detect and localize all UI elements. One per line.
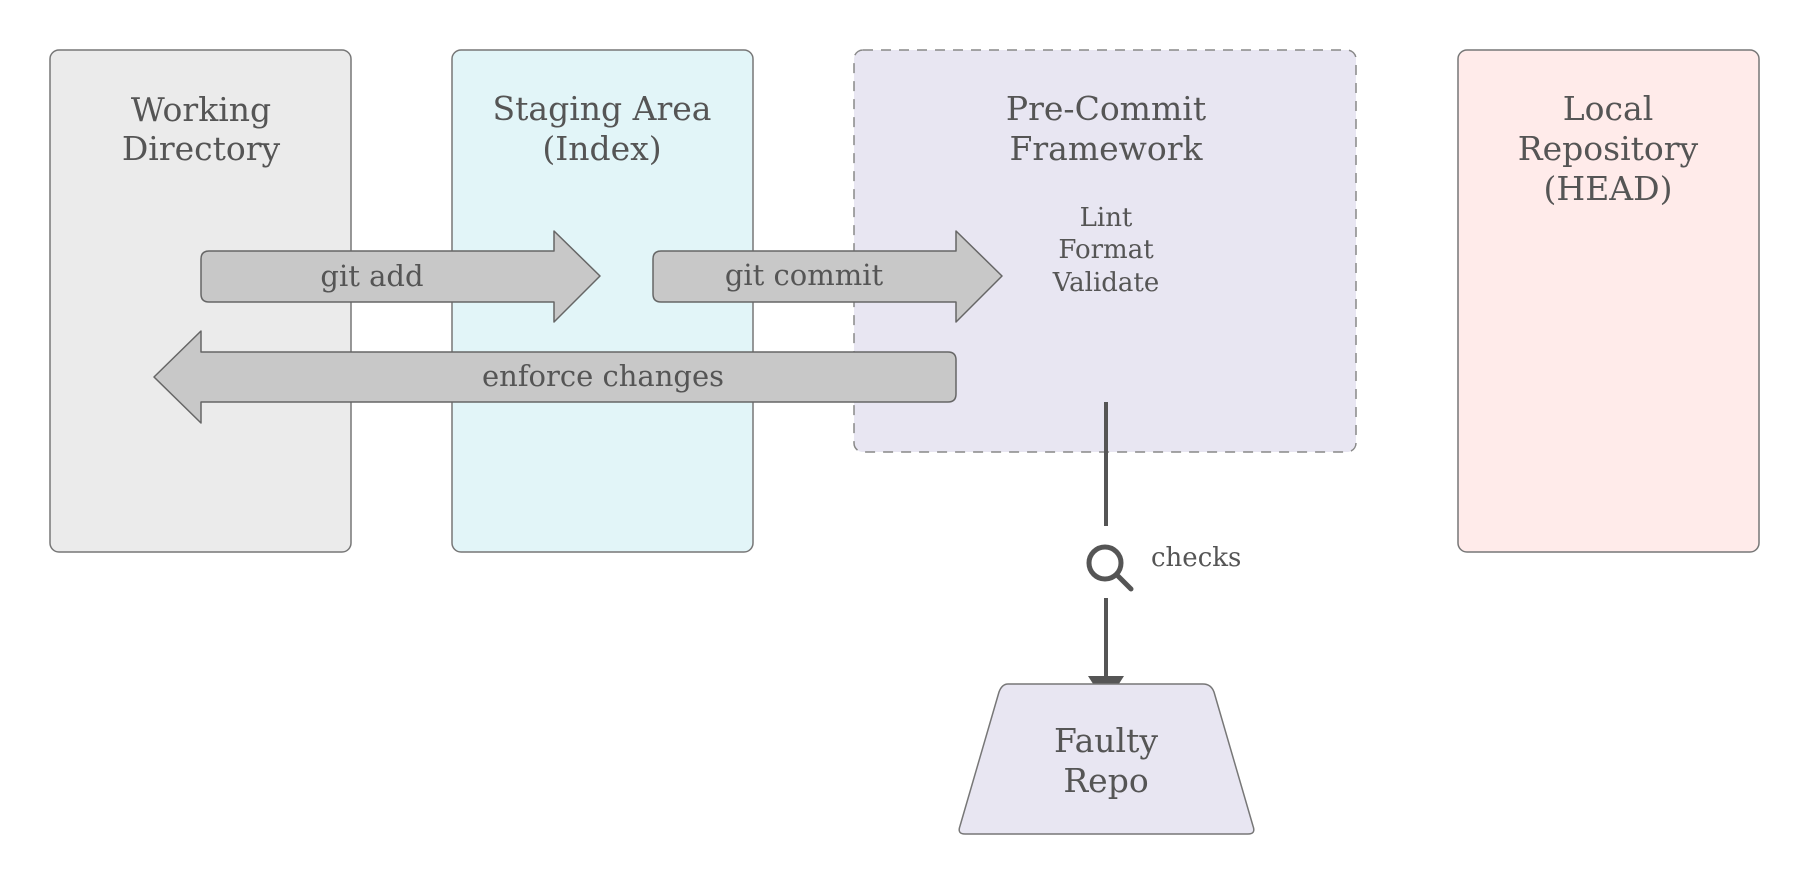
- pre-commit-check-lint: Lint: [1080, 203, 1133, 233]
- local-repository-title-line-3: (HEAD): [1544, 169, 1673, 208]
- checks-label: checks: [1151, 543, 1241, 573]
- pre-commit-framework-title-line-2: Framework: [1009, 129, 1203, 168]
- staging-area-title-line-1: Staging Area: [493, 89, 712, 128]
- git-add-arrow: [200, 230, 601, 323]
- pre-commit-check-format: Format: [1058, 235, 1154, 265]
- staging-area-title-line-2: (Index): [542, 129, 661, 168]
- magnifying-glass-icon: [1086, 544, 1134, 592]
- working-directory-title-line-1: Working: [131, 90, 271, 129]
- working-directory-title-line-2: Directory: [122, 129, 281, 168]
- faulty-repo-title-line-2: Repo: [1063, 761, 1148, 800]
- local-repository-title-line-2: Repository: [1518, 129, 1699, 168]
- local-repository-title-line-1: Local: [1563, 89, 1654, 128]
- enforce-changes-arrow: [153, 330, 957, 424]
- git-commit-arrow: [652, 230, 1003, 323]
- faulty-repo-title-line-1: Faulty: [1054, 721, 1158, 760]
- git-add-label: git add: [320, 259, 423, 293]
- pre-commit-framework-title-line-1: Pre-Commit: [1006, 89, 1206, 128]
- pre-commit-check-validate: Validate: [1052, 268, 1160, 298]
- local-repository-panel: [1457, 49, 1760, 553]
- enforce-changes-label: enforce changes: [482, 359, 724, 393]
- faulty-repo-shape: [958, 683, 1255, 835]
- git-commit-label: git commit: [725, 258, 884, 292]
